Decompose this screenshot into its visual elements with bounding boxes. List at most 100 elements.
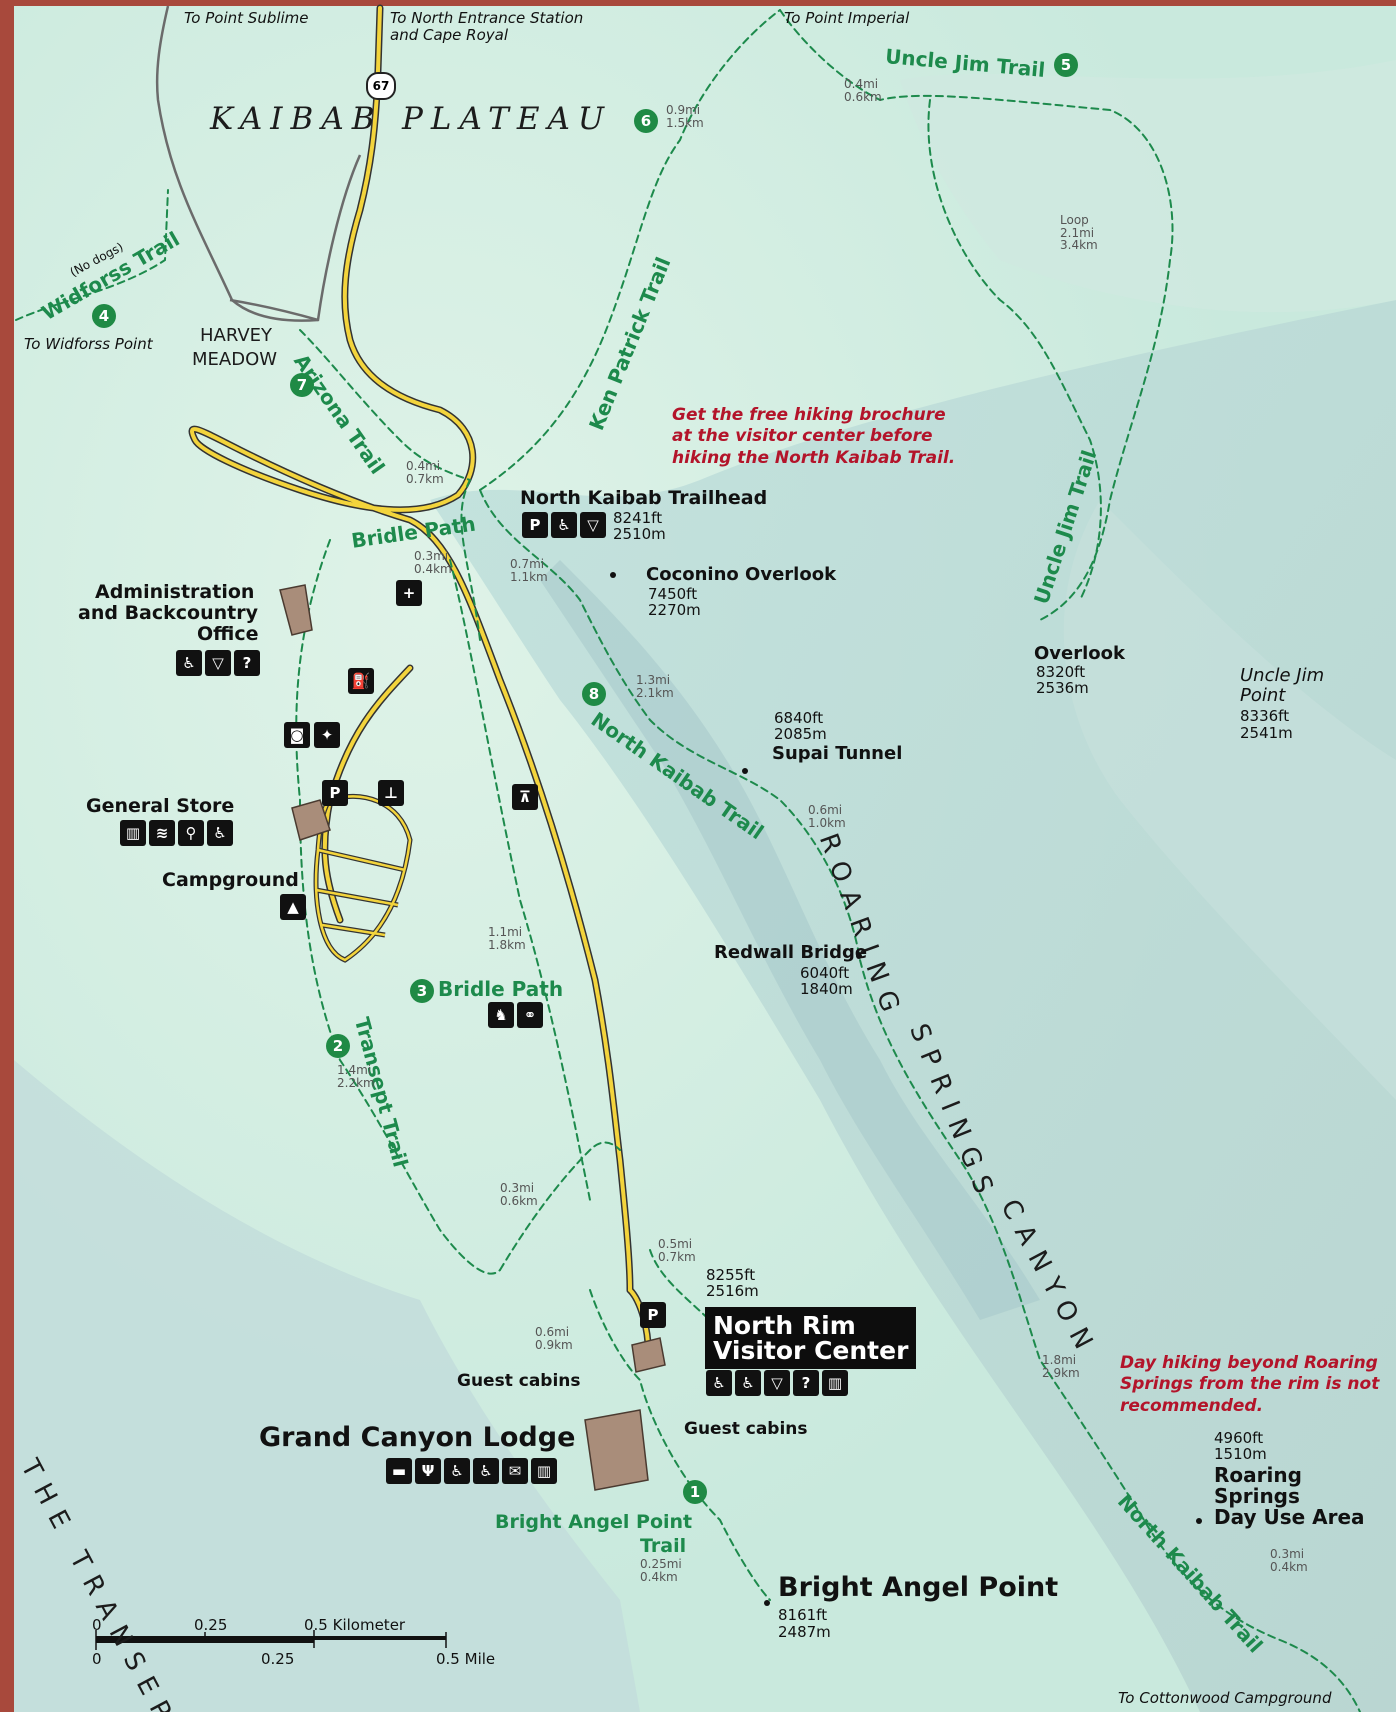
trail-badge-3[interactable]: 3 (410, 979, 434, 1003)
note-day-hiking: Day hiking beyond Roaring Springs from t… (1120, 1353, 1380, 1416)
roaring-dot (1196, 1518, 1202, 1524)
icons-bridle: ♞ ⚭ (488, 1002, 543, 1028)
place-redwall[interactable]: Redwall Bridge (714, 942, 868, 963)
parking-icon: P (640, 1302, 666, 1328)
region-harvey: HARVEY (200, 325, 273, 346)
picnic-icon: ⊼ (512, 784, 538, 810)
place-supai-tunnel[interactable]: Supai Tunnel (772, 743, 903, 764)
vc-spur (649, 1249, 721, 1331)
redwall-elev-ft: 6040ft (800, 964, 850, 982)
place-admin-3[interactable]: Office (197, 623, 259, 645)
bap-elev-m: 2487m (778, 1623, 831, 1641)
bridle-connector (460, 479, 481, 641)
place-lodge[interactable]: Grand Canyon Lodge (259, 1422, 576, 1453)
uncle-jim-point-elev-ft: 8336ft (1240, 707, 1290, 725)
info-icon: ? (793, 1370, 819, 1396)
region-plateau: PLATEAU (402, 101, 612, 137)
water-icon: ▽ (205, 650, 231, 676)
fuel-icon: ⛽ (348, 668, 374, 694)
roaring-elev-ft: 4960ft (1214, 1429, 1264, 1447)
restroom-icon: ♿ (706, 1370, 732, 1396)
restroom-icon: ♿ (444, 1458, 470, 1484)
accessible-icon: ♿ (473, 1458, 499, 1484)
coconino-dot (610, 572, 616, 578)
place-overlook[interactable]: Overlook (1034, 643, 1125, 664)
uncle-jim-line-inner (927, 99, 1102, 601)
parking-icon: P (522, 512, 548, 538)
info-icon: ? (234, 650, 260, 676)
trail-badge-1[interactable]: 1 (683, 1480, 707, 1504)
place-visitor-center[interactable]: North Rim Visitor Center (705, 1307, 917, 1369)
uncle-jim-line-outer (779, 9, 1174, 621)
upper-terrain (900, 60, 1396, 313)
trail-bridle-mid[interactable]: Bridle Path (438, 977, 564, 1001)
icons-trailhead: P ♿ ▽ (522, 512, 606, 538)
direction-north-entrance: To North Entrance Station (390, 9, 584, 27)
trail-badge-7[interactable]: 7 (290, 373, 314, 397)
place-guest-cabins-left[interactable]: Guest cabins (457, 1371, 581, 1391)
shower-icon: ✦ (314, 722, 340, 748)
trailhead-elev-m: 2510m (613, 525, 666, 543)
icons-lodge: ▬ Ψ ♿ ♿ ✉ ▥ (386, 1458, 557, 1484)
ken-patrick-line (479, 9, 781, 491)
place-roaring-1[interactable]: Roaring (1214, 1463, 1302, 1487)
atm-icon: ▥ (120, 820, 146, 846)
trail-badge-4[interactable]: 4 (92, 304, 116, 328)
atm-icon: ▥ (822, 1370, 848, 1396)
coconino-elev-ft: 7450ft (648, 585, 698, 603)
scale-km-0: 0 (92, 1616, 102, 1634)
scale-mi-05: 0.5 Mile (436, 1650, 496, 1668)
horse-icon: ♞ (488, 1002, 514, 1028)
trail-bright-angel-1[interactable]: Bright Angel Point (495, 1511, 693, 1533)
place-admin-1[interactable]: Administration (95, 581, 255, 603)
place-bright-angel-point[interactable]: Bright Angel Point (778, 1572, 1059, 1603)
note-brochure: Get the free hiking brochure at the visi… (672, 405, 956, 468)
region-meadow: MEADOW (192, 349, 278, 370)
place-uncle-jim-point-2[interactable]: Point (1240, 685, 1286, 706)
place-admin-2[interactable]: and Backcountry (78, 602, 258, 624)
restroom-icon: ♿ (176, 650, 202, 676)
supai-elev-m: 2085m (774, 725, 827, 743)
trail-network (15, 9, 1361, 1712)
restroom-icon: ♿ (551, 512, 577, 538)
water-icon: ▽ (764, 1370, 790, 1396)
highway-67-shield: 67 (366, 72, 396, 100)
direction-point-sublime: To Point Sublime (184, 9, 309, 27)
icons-vc: ♿ ♿ ▽ ? ▥ (706, 1370, 848, 1396)
water-icon: ▽ (580, 512, 606, 538)
place-roaring-2[interactable]: Springs (1214, 1484, 1300, 1508)
place-uncle-jim-point-1[interactable]: Uncle Jim (1240, 665, 1325, 686)
redwall-elev-m: 1840m (800, 980, 853, 998)
place-roaring-3[interactable]: Day Use Area (1214, 1505, 1365, 1529)
bridle-path-line (449, 559, 591, 1201)
place-guest-cabins-right[interactable]: Guest cabins (684, 1419, 808, 1439)
place-general-store[interactable]: General Store (86, 795, 235, 817)
place-campground[interactable]: Campground (162, 869, 299, 891)
trail-bright-angel-2[interactable]: Trail (640, 1535, 687, 1557)
vc-elev-m: 2516m (706, 1282, 759, 1300)
place-trailhead[interactable]: North Kaibab Trailhead (520, 487, 768, 509)
trail-badge-8[interactable]: 8 (582, 682, 606, 706)
place-coconino[interactable]: Coconino Overlook (646, 564, 837, 585)
lodging-icon: ▬ (386, 1458, 412, 1484)
bap-elev-ft: 8161ft (778, 1606, 828, 1624)
trail-badge-6[interactable]: 6 (634, 109, 658, 133)
bright-angel-line (589, 1289, 771, 1601)
trail-badge-2[interactable]: 2 (326, 1034, 350, 1058)
direction-cottonwood: To Cottonwood Campground (1118, 1689, 1332, 1707)
trailhead-elev-ft: 8241ft (613, 509, 663, 527)
trail-badge-5[interactable]: 5 (1054, 53, 1078, 77)
restaurant-icon: Ψ (415, 1458, 441, 1484)
direction-point-imperial: To Point Imperial (784, 9, 910, 27)
region-kaibab: KAIBAB (210, 101, 383, 137)
